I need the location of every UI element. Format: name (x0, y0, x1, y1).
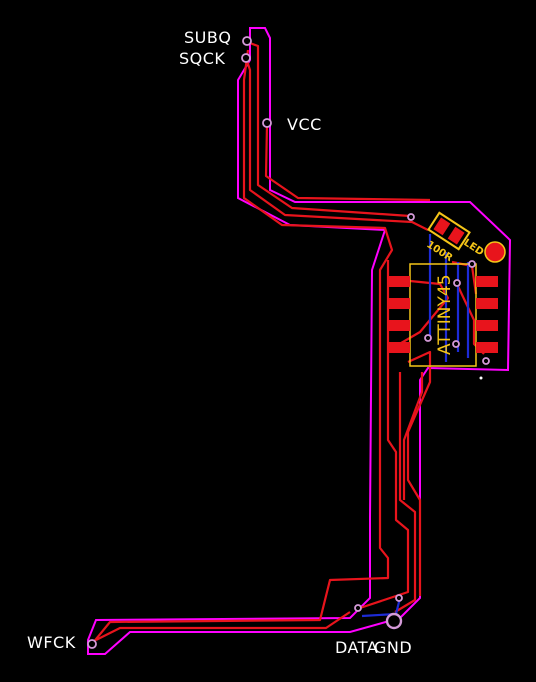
trace-data1 (359, 260, 410, 610)
chip-pads (388, 276, 498, 353)
chip-label: ATTINY45 (435, 274, 455, 355)
trace-chip-a (395, 278, 450, 347)
label-wfck: WFCK (27, 633, 76, 652)
chip-outline (409, 263, 477, 367)
led-label: LED (461, 237, 485, 258)
label-vcc: VCC (287, 115, 322, 134)
label-data: DATA (335, 638, 379, 657)
resistor-100r (427, 211, 471, 251)
label-subq: SUBQ (184, 28, 232, 47)
label-sqck: SQCK (179, 49, 226, 68)
trace-mid1 (402, 372, 424, 500)
led-pad (484, 241, 506, 263)
trace-wfck (95, 611, 351, 641)
trace-subq (246, 40, 411, 218)
label-gnd: GND (374, 638, 413, 657)
trace-data2 (394, 372, 417, 613)
fiducial-dot (479, 376, 483, 380)
vias (87, 36, 490, 649)
trace-left (91, 49, 394, 645)
trace-sqck (244, 57, 429, 231)
trace-vcc (264, 123, 431, 202)
